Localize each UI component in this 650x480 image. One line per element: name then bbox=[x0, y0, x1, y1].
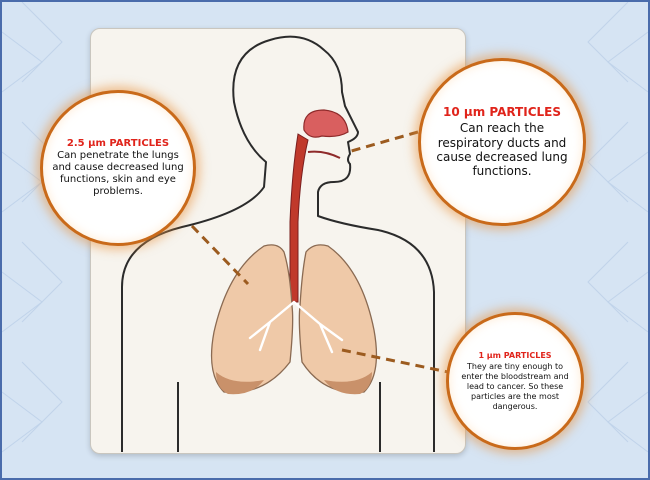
left-lung bbox=[212, 245, 293, 393]
callout-body: Can penetrate the lungs and cause decrea… bbox=[49, 150, 187, 198]
callout-body: Can reach the respiratory ducts and caus… bbox=[431, 121, 573, 179]
callout-title: 2.5 µm PARTICLES bbox=[67, 138, 169, 149]
body-outline bbox=[122, 37, 434, 452]
nasal-cavity bbox=[304, 110, 348, 137]
callout-title: 10 µm PARTICLES bbox=[443, 105, 561, 119]
mouth-airway bbox=[308, 152, 340, 158]
leader-line-2-5um bbox=[192, 226, 248, 284]
leader-line-10um bbox=[348, 132, 418, 152]
callout-2-5um-particles: 2.5 µm PARTICLES Can penetrate the lungs… bbox=[40, 90, 196, 246]
callout-10um-particles: 10 µm PARTICLES Can reach the respirator… bbox=[418, 58, 586, 226]
callout-body: They are tiny enough to enter the bloods… bbox=[457, 362, 573, 412]
callout-1um-particles: 1 µm PARTICLES They are tiny enough to e… bbox=[446, 312, 584, 450]
callout-title: 1 µm PARTICLES bbox=[478, 351, 551, 360]
right-lung bbox=[299, 245, 376, 393]
